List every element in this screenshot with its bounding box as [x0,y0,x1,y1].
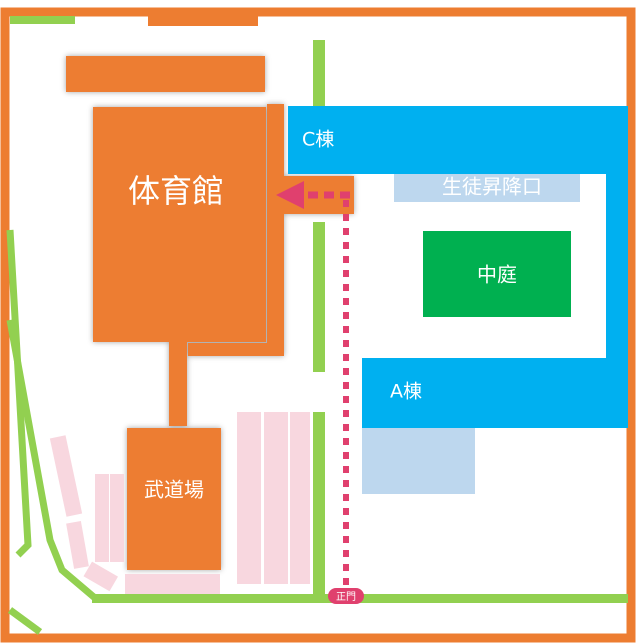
gym-annex-top [66,56,265,92]
gym-corridor-strip [267,104,284,356]
student-entrance [394,174,580,202]
fence-left-lower [6,319,98,601]
fence-center-lower [313,412,325,598]
parking-strip [83,561,118,592]
gym-bottom-strip [188,343,267,356]
gym-building [93,107,266,342]
boundary-lime-top [10,16,75,24]
c-building-label: C棟 [302,129,334,151]
parking-strip [66,520,89,569]
parking-strip [110,474,124,562]
courtyard-label: 中庭 [477,263,517,287]
c-building [288,106,628,174]
arrow-left-icon [276,181,304,209]
a-building-annex [362,428,475,494]
parking-strip [95,474,109,562]
student-entrance-label: 生徒昇降口 [442,175,542,199]
a-building [362,358,628,428]
main-gate-label: 正門 [336,591,356,603]
gym-complex [66,56,354,570]
parking-strip [264,412,288,584]
parking-strip [125,574,220,594]
fence-center-middle [313,222,325,372]
fence-center-upper [313,40,325,106]
parking-strip [290,412,310,584]
boundary-notch-top [148,14,258,26]
gym-budo-link [169,342,187,426]
a-building-label: A棟 [390,381,422,403]
budo-building [127,428,221,570]
east-wing [606,106,628,428]
parking-strip [49,435,83,517]
fence-corner [7,607,43,635]
parking-strips [49,412,310,594]
courtyard [423,231,571,317]
campus-boundary [0,7,636,643]
parking-strip [237,412,261,584]
budo-label: 武道場 [144,478,204,502]
gym-label: 体育館 [128,172,224,210]
route [276,181,364,604]
school-buildings [288,106,628,494]
main-gate-badge [328,588,364,604]
